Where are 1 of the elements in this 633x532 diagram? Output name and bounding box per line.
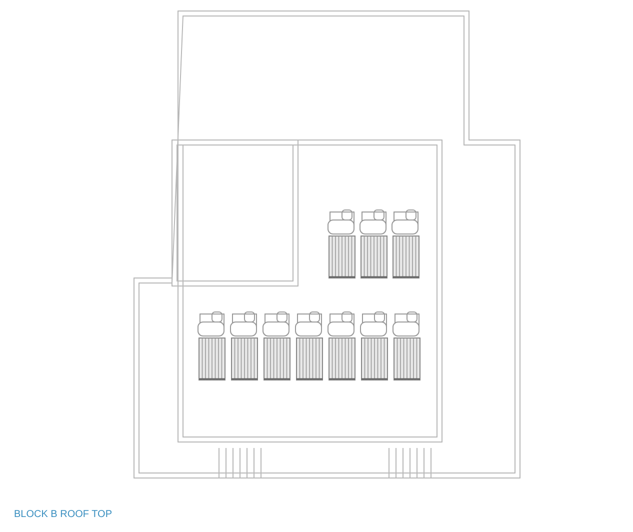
plan-caption: BLOCK B ROOF TOP [14,509,112,520]
